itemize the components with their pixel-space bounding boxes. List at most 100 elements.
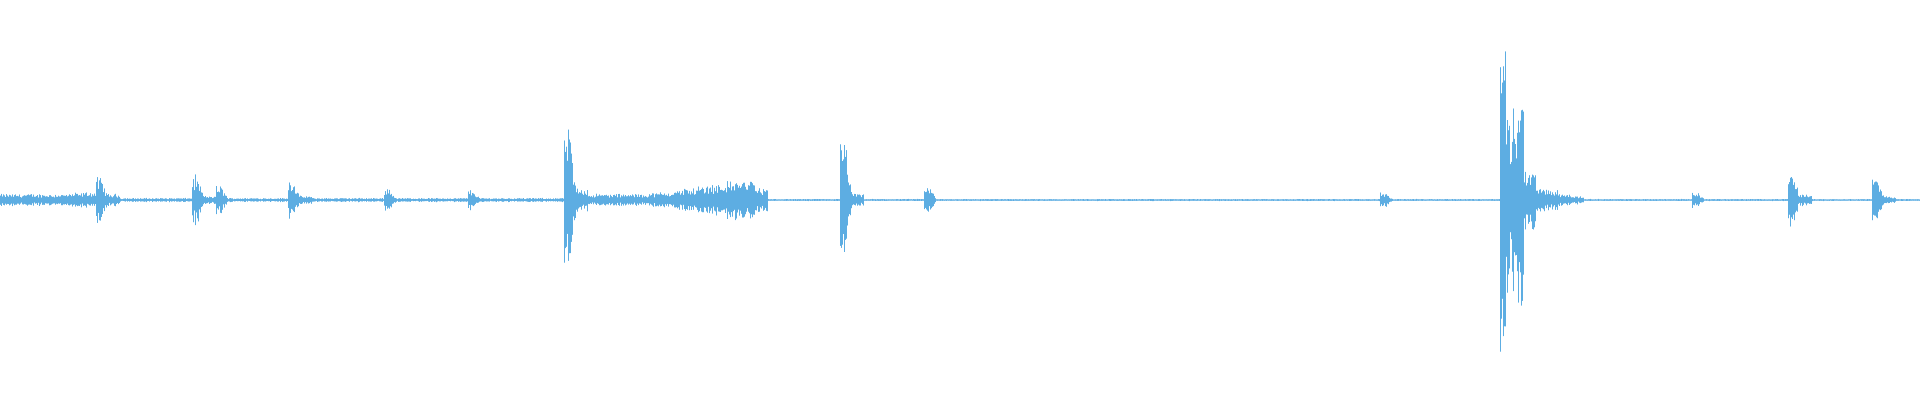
waveform-sample — [1441, 199, 1442, 201]
waveform-sample — [860, 195, 861, 206]
waveform-sample — [228, 199, 229, 202]
waveform-sample — [97, 177, 98, 223]
waveform-sample — [1531, 177, 1532, 222]
waveform-sample — [632, 194, 633, 205]
waveform-sample — [774, 199, 775, 201]
waveform-sample — [1213, 199, 1214, 201]
waveform-sample — [1100, 199, 1101, 201]
waveform-sample — [153, 198, 154, 202]
waveform-sample — [546, 198, 547, 202]
waveform-sample — [316, 199, 317, 201]
waveform-sample — [1015, 199, 1016, 201]
waveform-sample — [1654, 199, 1655, 201]
waveform-sample — [1267, 199, 1268, 201]
waveform-sample — [1324, 199, 1325, 201]
waveform-sample — [255, 198, 256, 202]
waveform-sample — [214, 196, 215, 204]
waveform-sample — [356, 198, 357, 202]
waveform-sample — [261, 199, 262, 201]
waveform-sample — [1842, 199, 1843, 201]
waveform-sample — [1061, 199, 1062, 201]
waveform-sample — [1202, 199, 1203, 201]
waveform-sample — [962, 199, 963, 201]
waveform-sample — [1699, 195, 1700, 205]
waveform-sample — [506, 198, 507, 202]
waveform-sample — [993, 199, 994, 201]
waveform-sample — [132, 198, 133, 202]
waveform-sample — [1782, 199, 1783, 201]
waveform-sample — [874, 199, 875, 201]
waveform-sample — [1066, 199, 1067, 201]
waveform-sample — [824, 199, 825, 201]
waveform-sample — [1379, 199, 1380, 202]
waveform-sample — [1680, 199, 1681, 201]
waveform-sample — [1503, 66, 1504, 337]
waveform-sample — [1446, 199, 1447, 201]
waveform-sample — [1814, 199, 1815, 201]
waveform-sample — [957, 199, 958, 201]
waveform-sample — [438, 198, 439, 202]
waveform-sample — [38, 197, 39, 203]
waveform-sample — [1881, 191, 1882, 210]
waveform-sample — [463, 198, 464, 202]
waveform-sample — [450, 198, 451, 202]
waveform-sample — [1126, 199, 1127, 201]
waveform-sample — [1777, 199, 1778, 201]
waveform-sample — [1186, 199, 1187, 201]
waveform-sample — [1740, 199, 1741, 201]
waveform-sample — [1080, 199, 1081, 201]
waveform-sample — [75, 192, 76, 207]
waveform-sample — [1496, 199, 1497, 201]
waveform-sample — [355, 198, 356, 202]
waveform-sample — [504, 198, 505, 202]
waveform-sample — [237, 198, 238, 202]
waveform-sample — [1366, 199, 1367, 201]
waveform-sample — [1014, 199, 1015, 201]
waveform-sample — [1237, 199, 1238, 201]
waveform-sample — [1129, 199, 1130, 201]
waveform-sample — [1911, 199, 1912, 201]
waveform-sample — [108, 194, 109, 206]
waveform-sample — [1094, 199, 1095, 201]
waveform-sample — [1256, 199, 1257, 201]
waveform-sample — [1082, 199, 1083, 201]
waveform-sample — [1509, 125, 1510, 269]
waveform-sample — [1879, 191, 1880, 210]
waveform-sample — [1461, 199, 1462, 201]
waveform-sample — [1495, 199, 1496, 201]
waveform-sample — [1839, 199, 1840, 201]
waveform-sample — [945, 199, 946, 201]
waveform-sample — [1501, 93, 1502, 319]
waveform-sample — [595, 196, 596, 204]
waveform-sample — [564, 140, 565, 263]
waveform-sample — [1355, 199, 1356, 201]
waveform-sample — [544, 199, 545, 201]
waveform-sample — [1138, 199, 1139, 201]
waveform-sample — [1896, 199, 1897, 201]
waveform-sample — [1819, 199, 1820, 201]
waveform-sample — [868, 199, 869, 201]
waveform-sample — [1394, 199, 1395, 201]
waveform-sample — [103, 192, 104, 209]
waveform-sample — [1477, 199, 1478, 201]
waveform-sample — [1697, 196, 1698, 205]
waveform-sample — [1818, 199, 1819, 201]
waveform-sample — [190, 198, 191, 202]
waveform-sample — [1592, 199, 1593, 201]
waveform-sample — [1050, 199, 1051, 201]
waveform-sample — [921, 199, 922, 201]
waveform-sample — [1747, 199, 1748, 201]
waveform-sample — [1429, 199, 1430, 201]
waveform-sample — [40, 195, 41, 205]
waveform-sample — [1140, 199, 1141, 201]
waveform-sample — [357, 198, 358, 202]
waveform-sample — [470, 190, 471, 211]
waveform-sample — [1432, 199, 1433, 201]
waveform-sample — [1780, 199, 1781, 201]
waveform-sample — [178, 198, 179, 202]
waveform-sample — [418, 198, 419, 202]
waveform-sample — [511, 198, 512, 202]
waveform-sample — [203, 196, 204, 205]
waveform-sample — [559, 198, 560, 202]
waveform-sample — [573, 184, 574, 217]
